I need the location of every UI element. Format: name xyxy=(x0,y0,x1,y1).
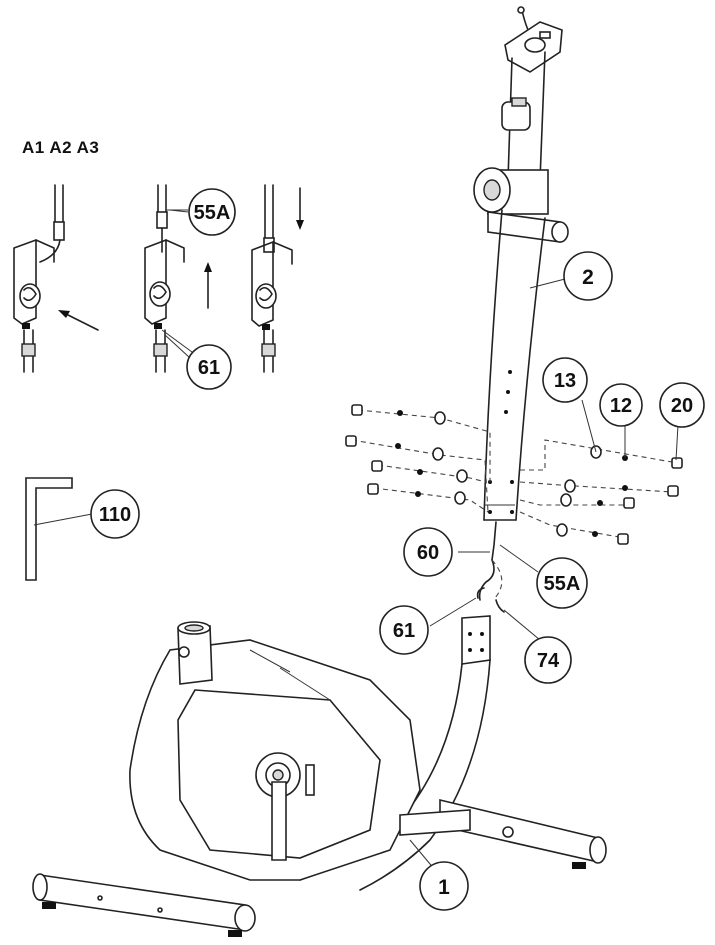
callout-label: 13 xyxy=(554,370,576,392)
callout-label: 110 xyxy=(99,504,131,526)
callout-label: 12 xyxy=(610,395,632,417)
upright-post xyxy=(473,6,569,521)
callout-label: 61 xyxy=(393,620,415,642)
callout-label: 1 xyxy=(438,876,450,899)
allen-key xyxy=(25,477,73,581)
callout-55a: 55A xyxy=(536,557,588,609)
step-a1-connector xyxy=(13,184,99,373)
callout-55a-top: 55A xyxy=(188,188,236,236)
callout-110: 110 xyxy=(90,489,140,539)
callout-label: 2 xyxy=(582,266,594,289)
callout-12: 12 xyxy=(599,383,643,427)
callout-label: 61 xyxy=(198,357,220,379)
callout-74: 74 xyxy=(524,636,572,684)
callout-20: 20 xyxy=(659,382,705,428)
callout-13: 13 xyxy=(542,357,588,403)
callout-60: 60 xyxy=(403,527,453,577)
main-frame xyxy=(32,615,607,937)
callout-label: 60 xyxy=(417,542,439,564)
callout-label: 74 xyxy=(537,650,560,672)
callout-61-top: 61 xyxy=(186,344,232,390)
connecting-cables xyxy=(476,521,505,613)
callout-label: 55A xyxy=(194,202,231,224)
step-a3-connector xyxy=(251,184,304,373)
step-a2-connector xyxy=(144,184,212,373)
callout-2: 2 xyxy=(563,251,613,301)
bolt-set xyxy=(345,404,683,545)
connector-steps-inset xyxy=(13,184,304,373)
callout-61: 61 xyxy=(379,605,429,655)
callout-label: 20 xyxy=(671,395,693,417)
callout-label: 55A xyxy=(544,573,581,595)
steps-label: A1 A2 A3 xyxy=(22,138,100,157)
callout-1: 1 xyxy=(419,861,469,911)
